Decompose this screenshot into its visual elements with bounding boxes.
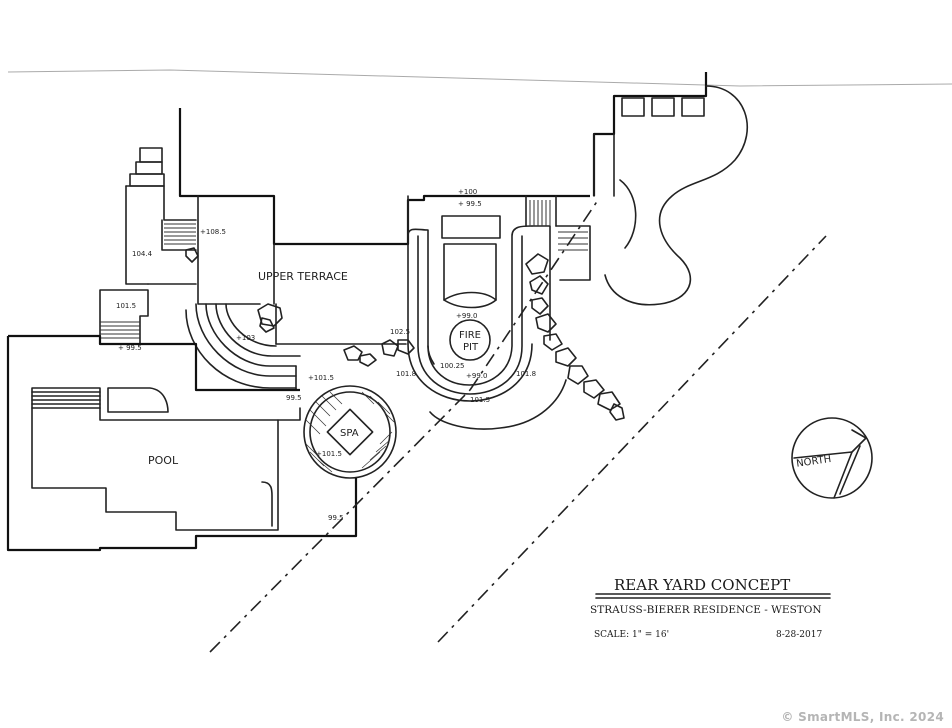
drawing-date: 8-28-2017 — [776, 630, 822, 640]
elev-100: +100 — [458, 188, 477, 196]
house-windows — [621, 97, 705, 117]
property-line-top — [7, 69, 952, 87]
elev-101-5-spa-inner: +101.5 — [316, 450, 342, 458]
elev-101-5-lower: 101.5 — [470, 396, 490, 404]
boulders-terrace — [185, 247, 415, 367]
copyright-watermark: © SmartMLS, Inc. 2024 — [781, 710, 944, 724]
elev-99-5-pool: 99.5 — [328, 514, 344, 522]
drawing-title: REAR YARD CONCEPT — [614, 576, 790, 594]
title-block: REAR YARD CONCEPT STRAUSS-BIERER RESIDEN… — [590, 576, 831, 640]
lawn-outline — [604, 85, 749, 306]
pool — [6, 334, 358, 552]
elevation-labels: +108.5 104.4 101.5 + 99.5 +103 +101.5 99… — [116, 188, 536, 522]
spa-label: SPA — [340, 428, 359, 439]
setback-line-upper — [469, 199, 599, 391]
upper-terrace — [197, 195, 409, 345]
elev-99-5-left: + 99.5 — [118, 344, 142, 352]
north-arrow — [791, 417, 873, 499]
elev-99-5-spa: 99.5 — [286, 394, 302, 402]
drawing-scale: SCALE: 1" = 16' — [594, 630, 669, 640]
elev-99-0-lower: +99.0 — [466, 372, 487, 380]
north-label: NORTH — [796, 454, 832, 470]
lower-walkway — [429, 379, 567, 430]
left-stairs — [99, 147, 197, 345]
fire-pit-patio — [407, 195, 551, 402]
right-stairs — [525, 195, 591, 281]
upper-terrace-label: UPPER TERRACE — [258, 270, 348, 283]
elev-101-5-spa: +101.5 — [308, 374, 334, 382]
elev-102-5: 102.5 — [390, 328, 410, 336]
lawn-curve-inner — [619, 179, 637, 249]
elev-108-5: +108.5 — [200, 228, 226, 236]
boulder-wall-right — [525, 253, 625, 421]
pool-label: POOL — [148, 454, 179, 467]
fire-pit — [449, 319, 491, 361]
project-name: STRAUSS-BIERER RESIDENCE - WESTON — [590, 604, 822, 616]
curved-terrace-steps — [185, 303, 301, 391]
elev-103: +103 — [236, 334, 255, 342]
elev-100-25: 100.25 — [440, 362, 465, 370]
fire-pit-label-line1: FIRE — [459, 330, 481, 341]
setback-line-right — [437, 235, 827, 643]
elev-101-5-left: 101.5 — [116, 302, 136, 310]
elev-104-4: 104.4 — [132, 250, 153, 258]
elev-99-5-top: + 99.5 — [458, 200, 482, 208]
setback-line-left — [209, 389, 471, 653]
spa — [303, 385, 397, 479]
elev-101-8-right: 101.8 — [516, 370, 536, 378]
elev-99-0-pit: +99.0 — [456, 312, 477, 320]
fire-pit-label-line2: PIT — [463, 342, 479, 353]
elev-101-8-left: 101.8 — [396, 370, 416, 378]
